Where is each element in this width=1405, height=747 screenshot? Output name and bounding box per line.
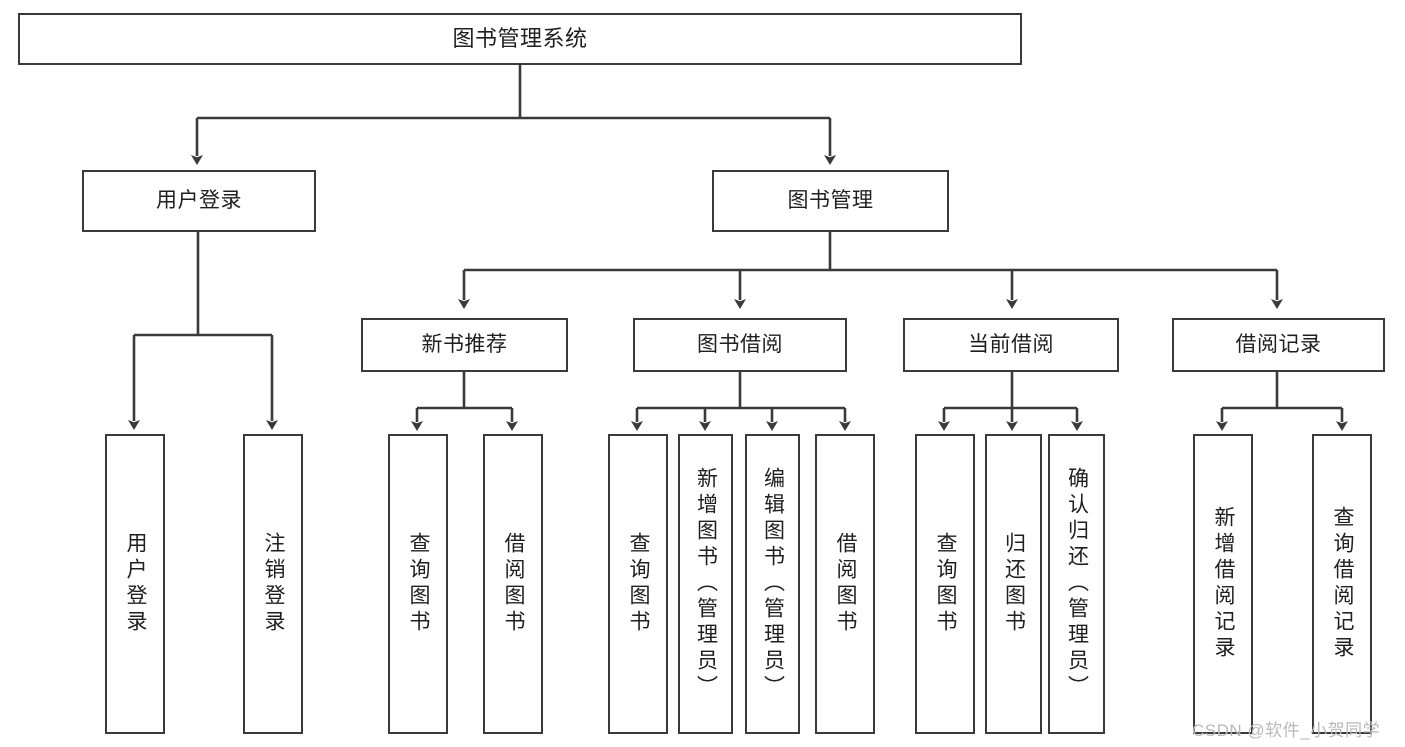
node-label: 图书借阅 [697,332,783,356]
node-label: 确认归还（管理员） [1065,467,1089,701]
leaf-current-borrow-return[interactable]: 归还图书 [985,434,1042,734]
node-current-borrow[interactable]: 当前借阅 [903,318,1119,372]
node-label: 新增借阅记录 [1212,506,1236,662]
leaf-new-book-query[interactable]: 查询图书 [388,434,448,734]
csdn-watermark: CSDN @软件_小贺同学 [1192,721,1381,740]
leaf-borrow-record-add[interactable]: 新增借阅记录 [1193,434,1253,734]
node-new-book-recommend[interactable]: 新书推荐 [361,318,568,372]
node-label: 图书管理系统 [452,26,588,52]
node-label: 查询图书 [407,532,431,636]
leaf-book-borrow-add[interactable]: 新增图书（管理员） [678,434,733,734]
leaf-book-borrow-borrow[interactable]: 借阅图书 [815,434,875,734]
leaf-new-book-borrow[interactable]: 借阅图书 [483,434,543,734]
node-label: 注销登录 [262,532,286,636]
node-label: 借阅图书 [834,532,858,636]
leaf-current-borrow-confirm-return[interactable]: 确认归还（管理员） [1048,434,1105,734]
node-label: 查询图书 [627,532,651,636]
node-book-management[interactable]: 图书管理 [712,170,949,232]
node-root-system[interactable]: 图书管理系统 [18,13,1022,65]
node-borrow-record[interactable]: 借阅记录 [1172,318,1385,372]
leaf-borrow-record-query[interactable]: 查询借阅记录 [1312,434,1372,734]
leaf-user-login-login[interactable]: 用户登录 [105,434,165,734]
node-label: 当前借阅 [968,332,1054,356]
node-label: 归还图书 [1002,532,1026,636]
node-label: 编辑图书（管理员） [761,467,785,701]
node-book-borrow[interactable]: 图书借阅 [633,318,847,372]
leaf-user-login-logout[interactable]: 注销登录 [243,434,303,734]
node-label: 新增图书（管理员） [694,467,718,701]
node-label: 借阅图书 [502,532,526,636]
node-label: 借阅记录 [1235,332,1322,356]
node-label: 图书管理 [787,188,874,212]
node-label: 查询图书 [934,532,958,636]
node-user-login[interactable]: 用户登录 [82,170,316,232]
node-label: 用户登录 [156,188,242,212]
leaf-book-borrow-query[interactable]: 查询图书 [608,434,668,734]
leaf-current-borrow-query[interactable]: 查询图书 [915,434,975,734]
leaf-book-borrow-edit[interactable]: 编辑图书（管理员） [745,434,800,734]
node-label: 查询借阅记录 [1331,506,1355,662]
node-label: 新书推荐 [421,332,508,356]
node-label: 用户登录 [124,532,148,636]
